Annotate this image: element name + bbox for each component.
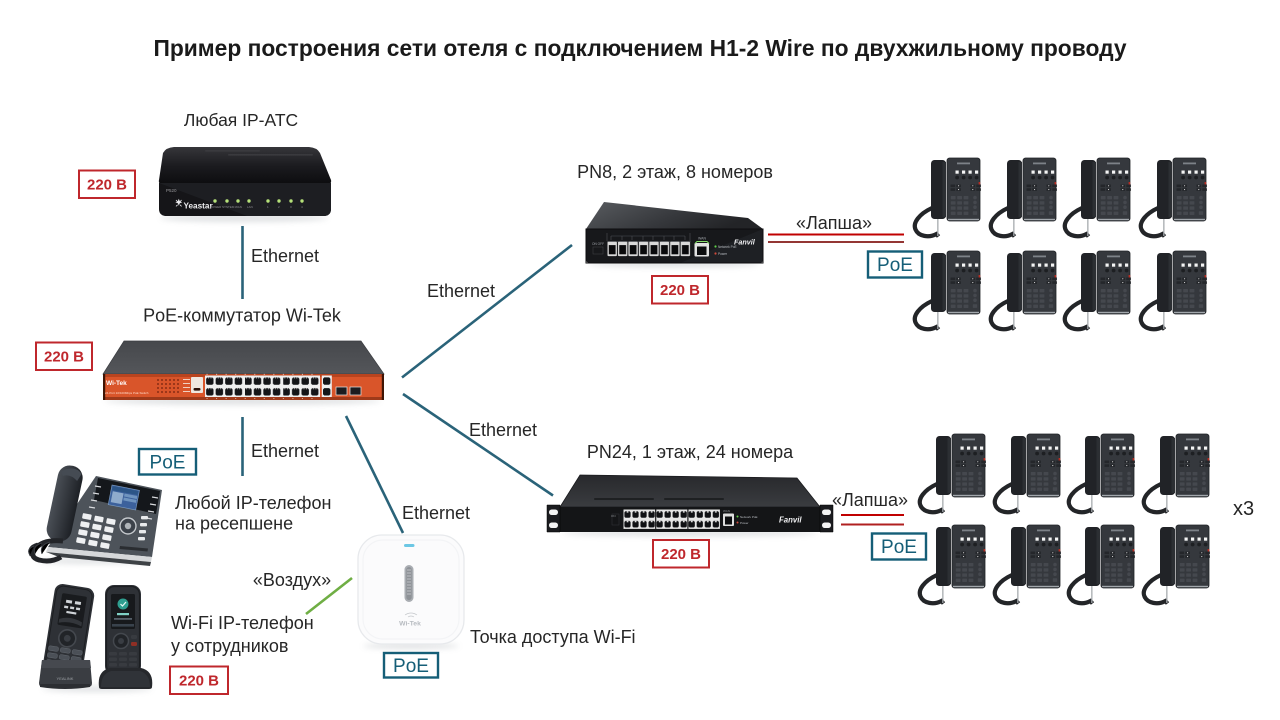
- svg-text:Ethernet: Ethernet: [251, 441, 319, 461]
- svg-text:PoE: PoE: [393, 656, 429, 677]
- svg-text:Точка доступа Wi-Fi: Точка доступа Wi-Fi: [470, 627, 636, 647]
- svg-text:Ethernet: Ethernet: [469, 420, 537, 440]
- svg-text:«Лапша»: «Лапша»: [832, 490, 908, 510]
- svg-text:Любой IP-телефон: Любой IP-телефон: [175, 493, 331, 513]
- svg-text:220 В: 220 В: [179, 673, 219, 690]
- svg-text:Wi-Fi IP-телефон: Wi-Fi IP-телефон: [171, 613, 314, 633]
- svg-text:PoE-коммутатор Wi-Tek: PoE-коммутатор Wi-Tek: [143, 306, 342, 326]
- svg-text:PoE: PoE: [877, 255, 913, 276]
- svg-text:PN8, 2 этаж, 8 номеров: PN8, 2 этаж, 8 номеров: [577, 162, 773, 182]
- svg-text:PoE: PoE: [881, 537, 917, 558]
- svg-text:220 В: 220 В: [661, 546, 701, 563]
- svg-text:«Воздух»: «Воздух»: [253, 570, 331, 590]
- svg-text:Пример построения сети отеля с: Пример построения сети отеля с подключен…: [153, 35, 1126, 61]
- svg-text:Ethernet: Ethernet: [427, 281, 495, 301]
- svg-text:220 В: 220 В: [44, 349, 84, 366]
- svg-text:PN24, 1 этаж, 24 номера: PN24, 1 этаж, 24 номера: [587, 442, 794, 462]
- svg-text:Любая IP-АТС: Любая IP-АТС: [184, 110, 298, 130]
- svg-text:x3: x3: [1233, 498, 1254, 520]
- svg-text:220 В: 220 В: [87, 177, 127, 194]
- svg-text:на ресепшене: на ресепшене: [175, 514, 293, 534]
- svg-text:у сотрудников: у сотрудников: [171, 636, 288, 656]
- svg-text:Ethernet: Ethernet: [251, 246, 319, 266]
- svg-text:Ethernet: Ethernet: [402, 503, 470, 523]
- svg-text:«Лапша»: «Лапша»: [796, 213, 872, 233]
- svg-text:PoE: PoE: [150, 453, 186, 474]
- svg-text:220 В: 220 В: [660, 282, 700, 299]
